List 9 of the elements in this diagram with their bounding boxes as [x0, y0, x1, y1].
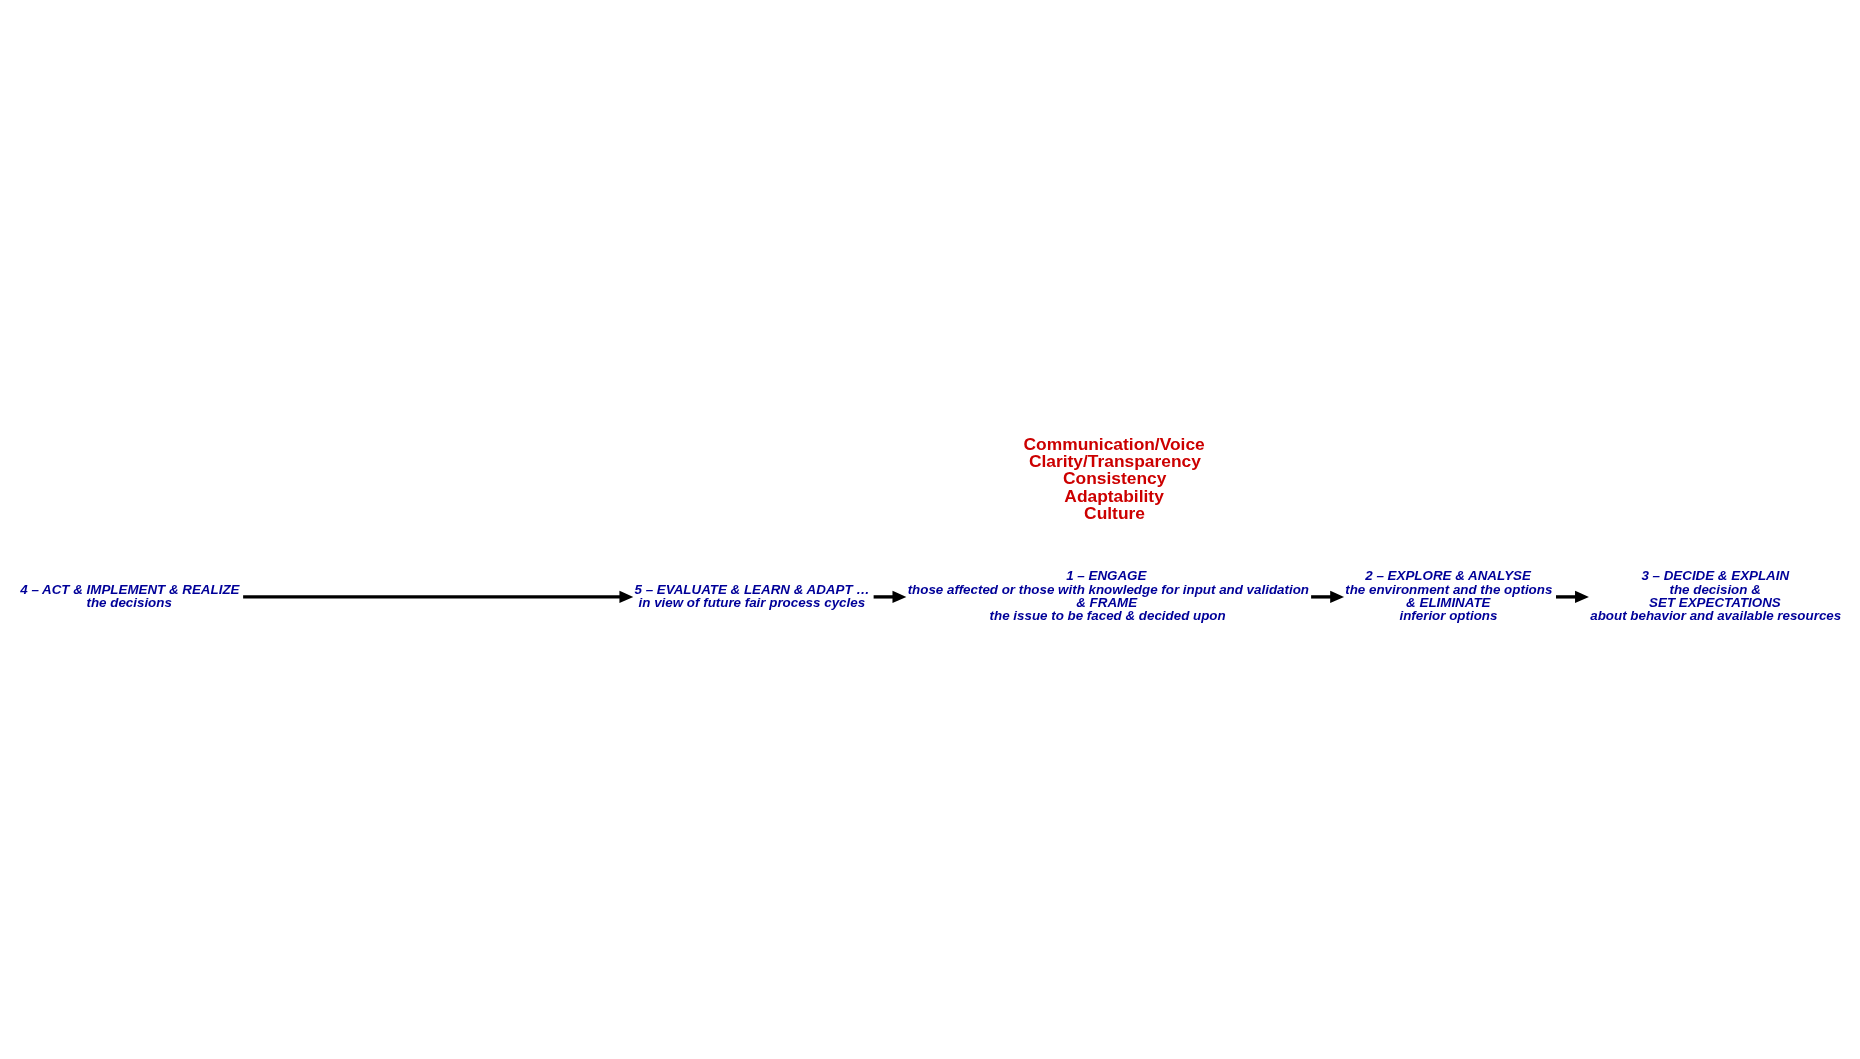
node-text: 4 – ACT & IMPLEMENT & REALIZE the decisions [20, 581, 240, 610]
node-text: 5 – EVALUATE & LEARN & ADAPT … in view of future fair process cycles [634, 581, 870, 610]
arrow [243, 590, 634, 603]
arrow [1311, 590, 1345, 603]
node-text: 2 – EXPLORE & ANALYSE the environment and the options & ELIMINATE inferior options [1345, 567, 1553, 623]
arrow [1556, 590, 1589, 603]
node-text: 3 – DECIDE & EXPLAIN the decision & SET EXPECTATIONS about behavior and available resources [1590, 567, 1842, 623]
arrow [873, 590, 907, 603]
node-text: 1 – ENGAGE those affected or those with knowledge for input and validation & FRAME the issue to be faced & decided upon [907, 567, 1309, 623]
